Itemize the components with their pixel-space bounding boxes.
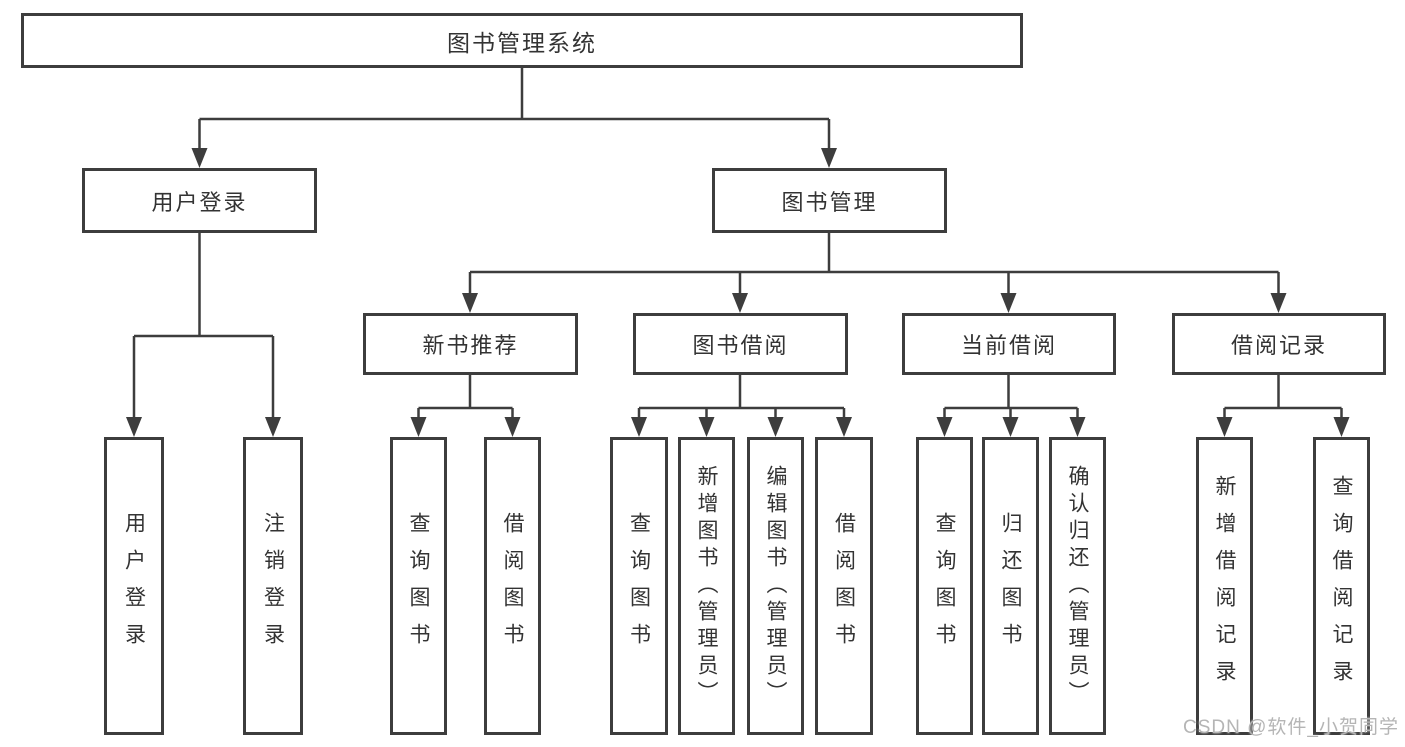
leaf-borrow-books-recommend-label: 借阅图书 <box>501 512 524 660</box>
arrowhead-icon <box>1216 417 1233 437</box>
leaf-query-borrow-record-label: 查询借阅记录 <box>1330 475 1353 697</box>
leaf-user-login-label: 用户登录 <box>122 512 146 660</box>
arrowhead-icon <box>732 293 748 313</box>
leaf-return-book-label: 归还图书 <box>999 512 1022 660</box>
node-library-system: 图书管理系统 <box>21 13 1023 68</box>
leaf-borrow-books-recommend: 借阅图书 <box>484 437 541 735</box>
node-library-system-label: 图书管理系统 <box>447 29 597 56</box>
leaf-add-borrow-record: 新增借阅记录 <box>1196 437 1253 735</box>
arrowhead-icon <box>504 417 521 437</box>
arrowhead-icon <box>1002 417 1019 437</box>
leaf-edit-book-admin: 编辑图书（管理员） <box>747 437 804 735</box>
arrowhead-icon <box>410 417 427 437</box>
arrowhead-icon <box>265 417 281 437</box>
arrowhead-icon <box>126 417 142 437</box>
arrowhead-icon <box>1069 417 1086 437</box>
leaf-borrow-books-borrow: 借阅图书 <box>815 437 873 735</box>
leaf-query-books-recommend-label: 查询图书 <box>407 512 430 660</box>
node-book-management: 图书管理 <box>712 168 947 233</box>
arrowhead-icon <box>1333 417 1350 437</box>
arrowhead-icon <box>191 148 208 168</box>
leaf-query-books-current-label: 查询图书 <box>933 512 956 660</box>
arrowhead-icon <box>936 417 953 437</box>
leaf-query-books-current: 查询图书 <box>916 437 973 735</box>
leaf-logout-label: 注销登录 <box>261 512 285 660</box>
node-new-book-recommend: 新书推荐 <box>363 313 578 375</box>
leaf-logout: 注销登录 <box>243 437 303 735</box>
node-book-borrow-label: 图书借阅 <box>692 333 789 358</box>
csdn-watermark: CSDN @软件_小贺同学 <box>1183 717 1399 738</box>
leaf-confirm-return-admin-label: 确认归还（管理员） <box>1066 464 1089 708</box>
arrowhead-icon <box>462 293 478 313</box>
node-borrow-records: 借阅记录 <box>1172 313 1386 375</box>
leaf-add-book-admin: 新增图书（管理员） <box>678 437 735 735</box>
arrowhead-icon <box>836 417 852 437</box>
leaf-confirm-return-admin: 确认归还（管理员） <box>1049 437 1106 735</box>
node-book-management-label: 图书管理 <box>781 189 878 215</box>
node-user-login: 用户登录 <box>82 168 317 233</box>
node-new-book-recommend-label: 新书推荐 <box>422 333 519 358</box>
leaf-borrow-books-borrow-label: 借阅图书 <box>832 512 856 660</box>
leaf-edit-book-admin-label: 编辑图书（管理员） <box>764 464 787 708</box>
leaf-query-books-recommend: 查询图书 <box>390 437 447 735</box>
arrowhead-icon <box>767 417 784 437</box>
arrowhead-icon <box>821 148 837 168</box>
node-current-borrow-label: 当前借阅 <box>960 333 1057 358</box>
leaf-query-books-borrow: 查询图书 <box>610 437 668 735</box>
arrowhead-icon <box>631 417 647 437</box>
leaf-add-book-admin-label: 新增图书（管理员） <box>695 464 718 708</box>
leaf-add-borrow-record-label: 新增借阅记录 <box>1213 475 1236 697</box>
node-borrow-records-label: 借阅记录 <box>1230 333 1327 358</box>
arrowhead-icon <box>1000 293 1017 313</box>
leaf-query-books-borrow-label: 查询图书 <box>627 512 651 660</box>
leaf-user-login: 用户登录 <box>104 437 164 735</box>
arrowhead-icon <box>698 417 715 437</box>
leaf-query-borrow-record: 查询借阅记录 <box>1313 437 1370 735</box>
node-current-borrow: 当前借阅 <box>902 313 1116 375</box>
node-book-borrow: 图书借阅 <box>633 313 848 375</box>
arrowhead-icon <box>1270 293 1287 313</box>
node-user-login-label: 用户登录 <box>151 189 248 215</box>
leaf-return-book: 归还图书 <box>982 437 1039 735</box>
